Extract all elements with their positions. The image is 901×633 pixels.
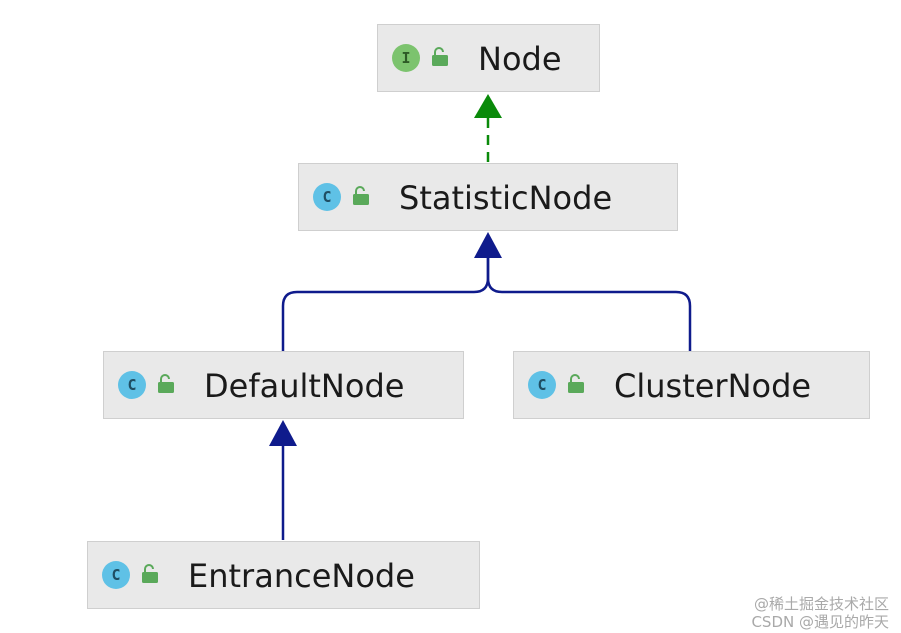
- interface-badge-icon: I: [392, 44, 420, 72]
- unlocked-icon: [158, 374, 174, 393]
- node-box-defaultnode[interactable]: C DefaultNode: [103, 351, 464, 419]
- edge-cluster-to-statistic: [486, 256, 692, 351]
- node-box-statisticnode[interactable]: C StatisticNode: [298, 163, 678, 231]
- node-box-entrancenode[interactable]: C EntranceNode: [87, 541, 480, 609]
- unlocked-icon: [353, 186, 369, 205]
- watermark-juejin: @稀土掘金技术社区: [753, 595, 889, 613]
- watermark-csdn: CSDN @遇见的昨天: [751, 613, 889, 631]
- unlocked-icon: [432, 47, 448, 66]
- defaultnode-label: DefaultNode: [204, 367, 405, 405]
- node-label: Node: [478, 40, 562, 78]
- statisticnode-label: StatisticNode: [399, 179, 613, 217]
- arrowhead-default: [269, 420, 297, 446]
- class-badge-icon: C: [102, 561, 130, 589]
- unlocked-icon: [142, 564, 158, 583]
- node-box-node[interactable]: I Node: [377, 24, 600, 92]
- entrancenode-label: EntranceNode: [188, 557, 415, 595]
- arrowhead-statistic: [474, 232, 502, 258]
- node-box-clusternode[interactable]: C ClusterNode: [513, 351, 870, 419]
- clusternode-label: ClusterNode: [614, 367, 812, 405]
- class-badge-icon: C: [528, 371, 556, 399]
- edge-default-to-statistic: [281, 256, 490, 351]
- class-badge-icon: C: [118, 371, 146, 399]
- arrowhead-node: [474, 94, 502, 118]
- class-badge-icon: C: [313, 183, 341, 211]
- unlocked-icon: [568, 374, 584, 393]
